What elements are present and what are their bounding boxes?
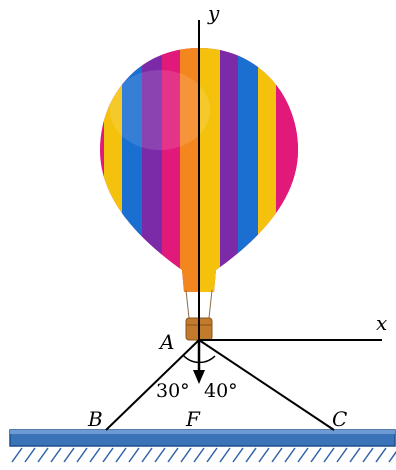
hatch-line: [258, 447, 270, 463]
hatch-line: [284, 447, 296, 463]
hatch-line: [310, 447, 322, 463]
point-label-a: A: [158, 330, 174, 354]
hatch-line: [24, 447, 36, 463]
hatch-line: [180, 447, 192, 463]
hatch-line: [206, 447, 218, 463]
hatch-line: [232, 447, 244, 463]
hatch-line: [336, 447, 348, 463]
hatch-line: [89, 447, 101, 463]
hatch-line: [154, 447, 166, 463]
arrow-down-icon: [193, 340, 205, 384]
angle-label-right: 40°: [204, 380, 238, 402]
angle-arc: [182, 354, 216, 364]
hatch-line: [297, 447, 309, 463]
hatch-line: [11, 447, 23, 463]
hatch-line: [375, 447, 387, 463]
hatch-line: [115, 447, 127, 463]
hatch-line: [245, 447, 257, 463]
hatch-line: [219, 447, 231, 463]
coordinate-axes: y x: [198, 1, 387, 341]
ground-surface: [9, 429, 396, 463]
hatch-line: [76, 447, 88, 463]
x-axis-label: x: [376, 311, 387, 335]
hatch-line: [362, 447, 374, 463]
point-label-f: F: [185, 407, 201, 431]
rope-ac: [198, 339, 335, 431]
hatch-line: [141, 447, 153, 463]
hatch-line: [50, 447, 62, 463]
hatch-line: [128, 447, 140, 463]
hatch-line: [388, 450, 396, 463]
hatch-line: [193, 447, 205, 463]
point-label-c: C: [332, 407, 347, 431]
ground-hatch: [11, 447, 396, 463]
hatch-line: [349, 447, 361, 463]
y-axis-label: y: [207, 1, 220, 25]
hatch-line: [323, 447, 335, 463]
hatch-line: [37, 447, 49, 463]
point-label-b: B: [87, 407, 103, 431]
angle-label-left: 30°: [156, 380, 190, 402]
hatch-line: [167, 447, 179, 463]
hatch-line: [102, 447, 114, 463]
hatch-line: [271, 447, 283, 463]
hatch-line: [63, 447, 75, 463]
